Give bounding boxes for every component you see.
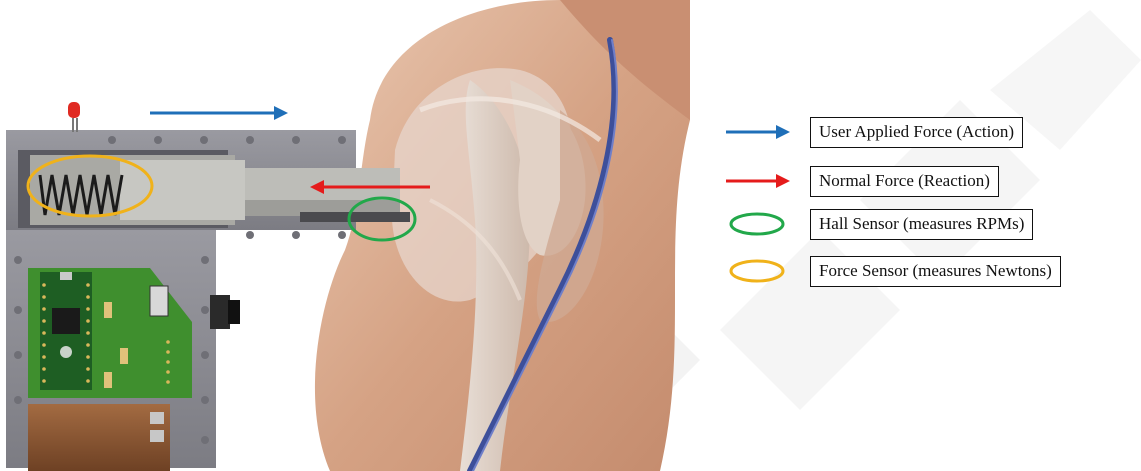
- legend-label-hall-sensor: Hall Sensor (measures RPMs): [810, 209, 1033, 240]
- legend-label-normal-force: Normal Force (Reaction): [810, 166, 999, 197]
- led-indicator: [68, 102, 80, 132]
- legend-symbol-force-sensor-ellipse: [731, 261, 783, 281]
- legend-item-user-applied-force: User Applied Force (Action): [794, 115, 1023, 149]
- user-applied-force-arrow: [150, 106, 288, 120]
- sensor-rod: [300, 212, 410, 222]
- battery: [28, 404, 170, 471]
- circuit-board: [28, 268, 192, 398]
- audio-jack-connector: [210, 295, 240, 329]
- legend-item-force-sensor: Force Sensor (measures Newtons): [794, 254, 1061, 288]
- legend-item-normal-force: Normal Force (Reaction): [794, 164, 999, 198]
- legend-item-hall-sensor: Hall Sensor (measures RPMs): [794, 207, 1033, 241]
- legend-symbol-user-force-arrow: [726, 125, 790, 139]
- legend-symbol-normal-force-arrow: [726, 174, 790, 188]
- shoulder-anatomy-image: [315, 0, 690, 471]
- legend-symbol-hall-sensor-ellipse: [731, 214, 783, 234]
- legend-label-force-sensor: Force Sensor (measures Newtons): [810, 256, 1061, 287]
- legend-label-user-applied-force: User Applied Force (Action): [810, 117, 1023, 148]
